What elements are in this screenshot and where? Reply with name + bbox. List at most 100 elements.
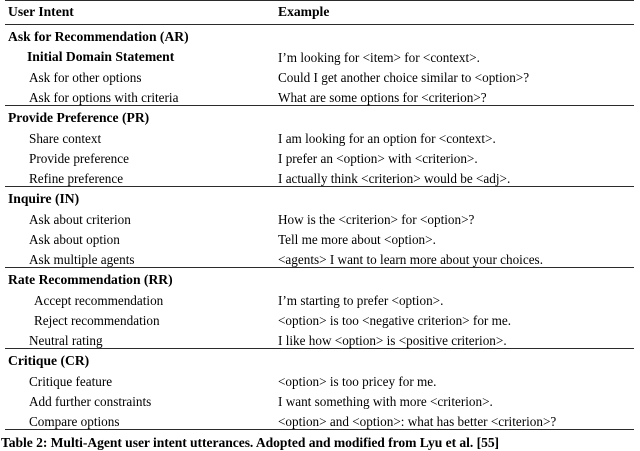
example-text: I like how <option> is <positive criteri… [278,332,507,348]
intent-label: Neutral rating [29,332,103,348]
table-section-header-row: Critique (CR) [5,347,634,369]
intent-cell: Ask about criterion [5,207,275,227]
example-cell: I like how <option> is <positive criteri… [275,328,634,349]
table-row: Accept recommendation I’m starting to pre… [5,288,634,308]
section-title-cell: Provide Preference (PR) [5,104,275,126]
example-text: I’m looking for <item> for <context>. [278,49,480,65]
intent-label: Share context [29,130,102,146]
example-text: Tell me more about <option>. [278,231,436,247]
intent-label: Add further constraints [29,393,152,409]
intent-label: Ask about criterion [29,211,131,227]
table-row: Ask about criterion How is the <criterion… [5,207,634,227]
table-header: User Intent Example [5,0,634,25]
intent-label: Initial Domain Statement [27,49,175,65]
intent-cell: Ask for options with criteria [5,85,275,106]
example-cell: I am looking for an option for <context>… [275,126,634,146]
intent-cell: Refine preference [5,166,275,187]
example-cell: Could I get another choice similar to <o… [275,65,634,85]
intent-label: Critique feature [29,373,113,389]
intent-label: Accept recommendation [34,292,164,308]
intent-cell: Provide preference [5,146,275,166]
intent-label: Ask about option [29,231,120,247]
table-section-header-row: Inquire (IN) [5,185,634,207]
section-example-cell-empty [275,266,634,288]
section-example-cell-empty [275,24,634,45]
table-section-header-row: Ask for Recommendation (AR) [5,24,634,45]
intent-cell: Ask about option [5,227,275,247]
intent-label: Refine preference [29,170,124,186]
intent-cell: Compare options [5,408,275,430]
example-cell: I actually think <criterion> would be <a… [275,166,634,187]
section-title-cell: Inquire (IN) [5,185,275,207]
example-cell: I’m looking for <item> for <context>. [275,45,634,65]
section-example-cell-empty [275,104,634,126]
section-example-cell-empty [275,347,634,369]
example-cell: Tell me more about <option>. [275,227,634,247]
intent-cell: Initial Domain Statement [5,45,275,65]
example-text: How is the <criterion> for <option>? [278,211,475,227]
intent-label: Ask multiple agents [29,251,135,267]
intent-label: Compare options [29,413,120,429]
intent-cell: Reject recommendation [5,308,275,328]
example-text: <agents> I want to learn more about your… [278,251,543,267]
intent-label: Reject recommendation [34,312,160,328]
section-example-cell-empty [275,185,634,207]
column-header-example: Example [275,0,634,25]
intent-cell: Add further constraints [5,389,275,409]
intent-label: Ask for options with criteria [29,89,179,105]
example-cell: <option> and <option>: what has better <… [275,408,634,430]
user-intent-table: User Intent Example Ask for Recommendati… [5,0,634,430]
intent-label: Provide preference [29,150,129,166]
table-row: Add further constraints I want something … [5,389,634,409]
intent-cell: Ask multiple agents [5,247,275,268]
header-row: User Intent Example [5,0,634,25]
column-header-user-intent: User Intent [5,0,275,25]
table-row: Compare options <option> and <option>: wh… [5,408,634,430]
section-title: Critique (CR) [8,353,90,369]
example-text: Could I get another choice similar to <o… [278,69,530,85]
example-text: I prefer an <option> with <criterion>. [278,150,478,166]
section-title: Inquire (IN) [8,191,80,207]
example-text: I am looking for an option for <context>… [278,130,496,146]
intent-cell: Critique feature [5,369,275,389]
section-title: Rate Recommendation (RR) [8,272,173,288]
intent-cell: Accept recommendation [5,288,275,308]
example-text: <option> is too pricey for me. [278,373,437,389]
example-cell: I want something with more <criterion>. [275,389,634,409]
example-cell: <option> is too <negative criterion> for… [275,308,634,328]
section-title-cell: Rate Recommendation (RR) [5,266,275,288]
example-cell: <agents> I want to learn more about your… [275,247,634,268]
example-cell: I’m starting to prefer <option>. [275,288,634,308]
table-section-header-row: Rate Recommendation (RR) [5,266,634,288]
table-row: Ask for options with criteria What are so… [5,85,634,106]
example-cell: <option> is too pricey for me. [275,369,634,389]
table-row: Ask about option Tell me more about <opti… [5,227,634,247]
example-text: I’m starting to prefer <option>. [278,292,444,308]
example-text: I want something with more <criterion>. [278,393,493,409]
example-text: <option> and <option>: what has better <… [278,413,557,429]
example-cell: I prefer an <option> with <criterion>. [275,146,634,166]
example-cell: How is the <criterion> for <option>? [275,207,634,227]
intent-cell: Neutral rating [5,328,275,349]
example-text: What are some options for <criterion>? [278,89,487,105]
section-title: Ask for Recommendation (AR) [8,29,189,45]
table-row: Critique feature <option> is too pricey f… [5,369,634,389]
table-caption: Table 2: Multi-Agent user intent utteran… [1,434,500,450]
table-section-header-row: Provide Preference (PR) [5,104,634,126]
example-text: <option> is too <negative criterion> for… [278,312,512,328]
table-row: Ask multiple agents <agents> I want to le… [5,247,634,268]
table-row: Provide preference I prefer an <option> w… [5,146,634,166]
example-text: I actually think <criterion> would be <a… [278,170,511,186]
section-title-cell: Ask for Recommendation (AR) [5,24,275,45]
section-title-cell: Critique (CR) [5,347,275,369]
intent-cell: Ask for other options [5,65,275,85]
table-body: Ask for Recommendation (AR) Initial Doma… [5,24,634,430]
table-row: Neutral rating I like how <option> is <po… [5,328,634,349]
intent-cell: Share context [5,126,275,146]
table-row: Reject recommendation <option> is too <ne… [5,308,634,328]
table-row: Refine preference I actually think <crite… [5,166,634,187]
table-row: Share context I am looking for an option … [5,126,634,146]
example-cell: What are some options for <criterion>? [275,85,634,106]
